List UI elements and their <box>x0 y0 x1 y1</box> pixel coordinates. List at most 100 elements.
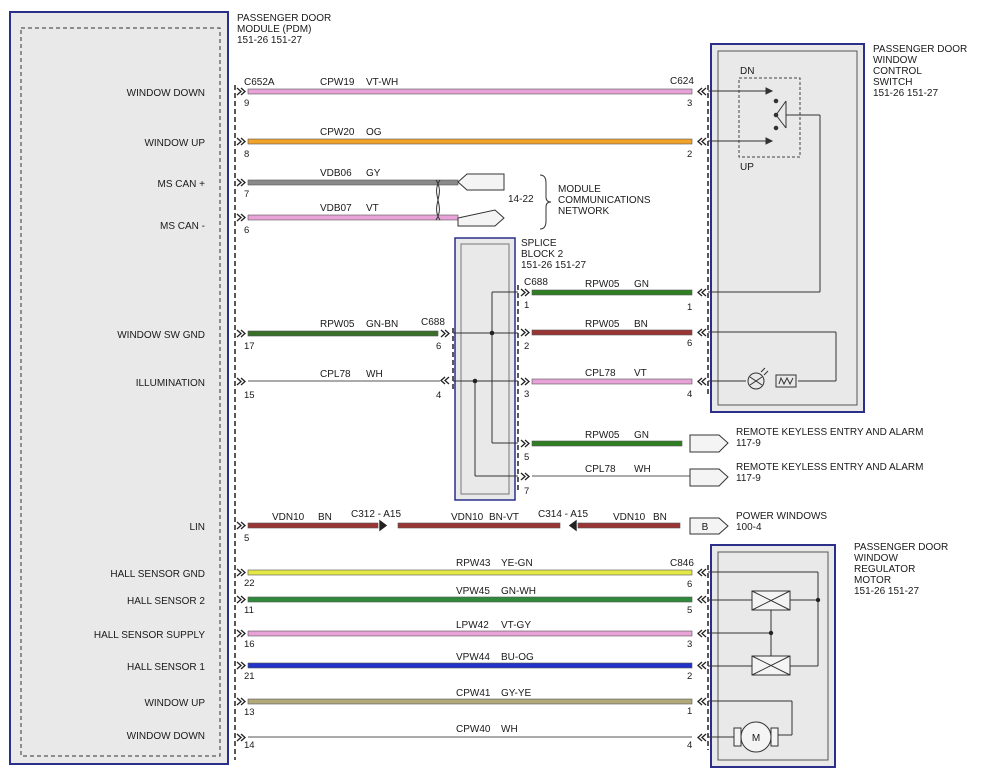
svg-text:2: 2 <box>687 671 692 682</box>
input-label: HALL SENSOR GND <box>110 569 205 580</box>
destination-labels: REMOTE KEYLESS ENTRY AND ALARM 117-9 REM… <box>736 427 923 533</box>
svg-text:VT-GY: VT-GY <box>501 620 531 631</box>
switch-up-label: UP <box>740 162 754 173</box>
svg-text:REMOTE KEYLESS ENTRY AND ALARM: REMOTE KEYLESS ENTRY AND ALARM <box>736 427 923 438</box>
input-label: WINDOW DOWN <box>127 731 205 742</box>
twisted-pair <box>435 179 441 221</box>
input-label: HALL SENSOR 1 <box>127 662 205 673</box>
wire-cpl78-vt <box>531 378 693 385</box>
motor-junctions <box>768 597 821 636</box>
network-flags <box>457 173 505 227</box>
svg-text:MODULE (PDM): MODULE (PDM) <box>237 24 311 35</box>
svg-text:GN-BN: GN-BN <box>366 319 398 330</box>
wire-rpw05-gn-2 <box>531 440 683 447</box>
svg-text:VDN10: VDN10 <box>451 512 484 523</box>
svg-text:1: 1 <box>687 302 692 313</box>
svg-text:5: 5 <box>687 605 692 616</box>
svg-text:PASSENGER DOOR: PASSENGER DOOR <box>854 542 948 553</box>
svg-text:5: 5 <box>244 533 249 544</box>
input-label: ILLUMINATION <box>136 378 205 389</box>
switch-module <box>710 43 865 413</box>
svg-text:VDB07: VDB07 <box>320 203 352 214</box>
connector-c688-left: C688 <box>421 317 445 328</box>
svg-text:BN: BN <box>634 319 648 330</box>
wire-cpw20 <box>247 138 693 145</box>
svg-text:RPW05: RPW05 <box>320 319 355 330</box>
switch-contacts <box>708 87 837 382</box>
svg-text:VT: VT <box>634 368 647 379</box>
svg-text:3: 3 <box>687 639 692 650</box>
motor-label: M <box>752 733 760 744</box>
svg-text:MOTOR: MOTOR <box>854 575 891 586</box>
svg-text:8: 8 <box>244 149 249 160</box>
svg-text:3: 3 <box>524 389 529 400</box>
svg-text:14: 14 <box>244 740 255 751</box>
svg-text:MODULE: MODULE <box>558 184 601 195</box>
svg-text:COMMUNICATIONS: COMMUNICATIONS <box>558 195 651 206</box>
connector-c652a: C652A <box>244 77 275 88</box>
svg-text:CPL78: CPL78 <box>585 464 616 475</box>
svg-text:3: 3 <box>687 98 692 109</box>
wire-vdb06 <box>247 179 459 186</box>
svg-text:4: 4 <box>687 389 692 400</box>
wire-vdn10-3 <box>577 522 681 529</box>
wire-vpw44 <box>247 662 693 669</box>
switch-dn-label: DN <box>740 66 754 77</box>
svg-text:7: 7 <box>244 189 249 200</box>
svg-text:16: 16 <box>244 639 255 650</box>
svg-text:117-9: 117-9 <box>736 438 761 449</box>
svg-text:151-26 151-27: 151-26 151-27 <box>237 35 302 46</box>
svg-text:OG: OG <box>366 127 382 138</box>
splice-wiring <box>453 291 518 477</box>
svg-text:GN: GN <box>634 279 649 290</box>
wire-rpw43 <box>247 569 693 576</box>
network-label: MODULE COMMUNICATIONS NETWORK <box>558 184 651 217</box>
svg-text:6: 6 <box>244 225 249 236</box>
svg-text:WH: WH <box>501 724 518 735</box>
network-ref: 14-22 <box>508 194 534 205</box>
svg-text:WINDOW: WINDOW <box>873 55 917 66</box>
svg-text:BN-VT: BN-VT <box>489 512 519 523</box>
svg-text:2: 2 <box>687 149 692 160</box>
wire-rpw05-bn <box>531 329 693 336</box>
wire-vpw45 <box>247 596 693 603</box>
svg-text:13: 13 <box>244 707 255 718</box>
svg-text:RPW05: RPW05 <box>585 319 620 330</box>
splice-block <box>454 237 516 501</box>
svg-text:21: 21 <box>244 671 255 682</box>
wires <box>247 88 693 738</box>
wire-vdn10-1 <box>247 522 379 529</box>
power-windows-flag: B <box>702 522 709 533</box>
pdm-title: PASSENGER DOOR MODULE (PDM) 151-26 151-2… <box>237 13 331 46</box>
svg-text:BLOCK 2: BLOCK 2 <box>521 249 564 260</box>
svg-text:22: 22 <box>244 578 255 589</box>
svg-text:VDB06: VDB06 <box>320 168 352 179</box>
svg-text:RPW43: RPW43 <box>456 558 491 569</box>
svg-text:4: 4 <box>687 740 692 751</box>
input-label: MS CAN + <box>157 179 205 190</box>
connector-c688-top: C688 <box>524 277 548 288</box>
destination-flags <box>689 434 729 535</box>
svg-text:7: 7 <box>524 486 529 497</box>
svg-text:VPW44: VPW44 <box>456 652 490 663</box>
svg-text:VPW45: VPW45 <box>456 586 490 597</box>
svg-text:REGULATOR: REGULATOR <box>854 564 915 575</box>
input-label: HALL SENSOR SUPPLY <box>94 630 205 641</box>
connector-lines <box>234 85 709 760</box>
svg-text:NETWORK: NETWORK <box>558 206 609 217</box>
svg-text:5: 5 <box>524 452 529 463</box>
input-label: WINDOW UP <box>144 138 205 149</box>
svg-text:REMOTE KEYLESS ENTRY AND ALARM: REMOTE KEYLESS ENTRY AND ALARM <box>736 462 923 473</box>
connector-c624: C624 <box>670 76 694 87</box>
network-brace <box>539 174 552 230</box>
svg-text:CPW19: CPW19 <box>320 77 355 88</box>
svg-text:GY-YE: GY-YE <box>501 688 532 699</box>
connector-c312: C312 - A15 <box>351 509 401 520</box>
connector-c846: C846 <box>670 558 694 569</box>
svg-text:2: 2 <box>524 341 529 352</box>
svg-text:CPW40: CPW40 <box>456 724 491 735</box>
svg-text:YE-GN: YE-GN <box>501 558 533 569</box>
svg-text:15: 15 <box>244 390 255 401</box>
